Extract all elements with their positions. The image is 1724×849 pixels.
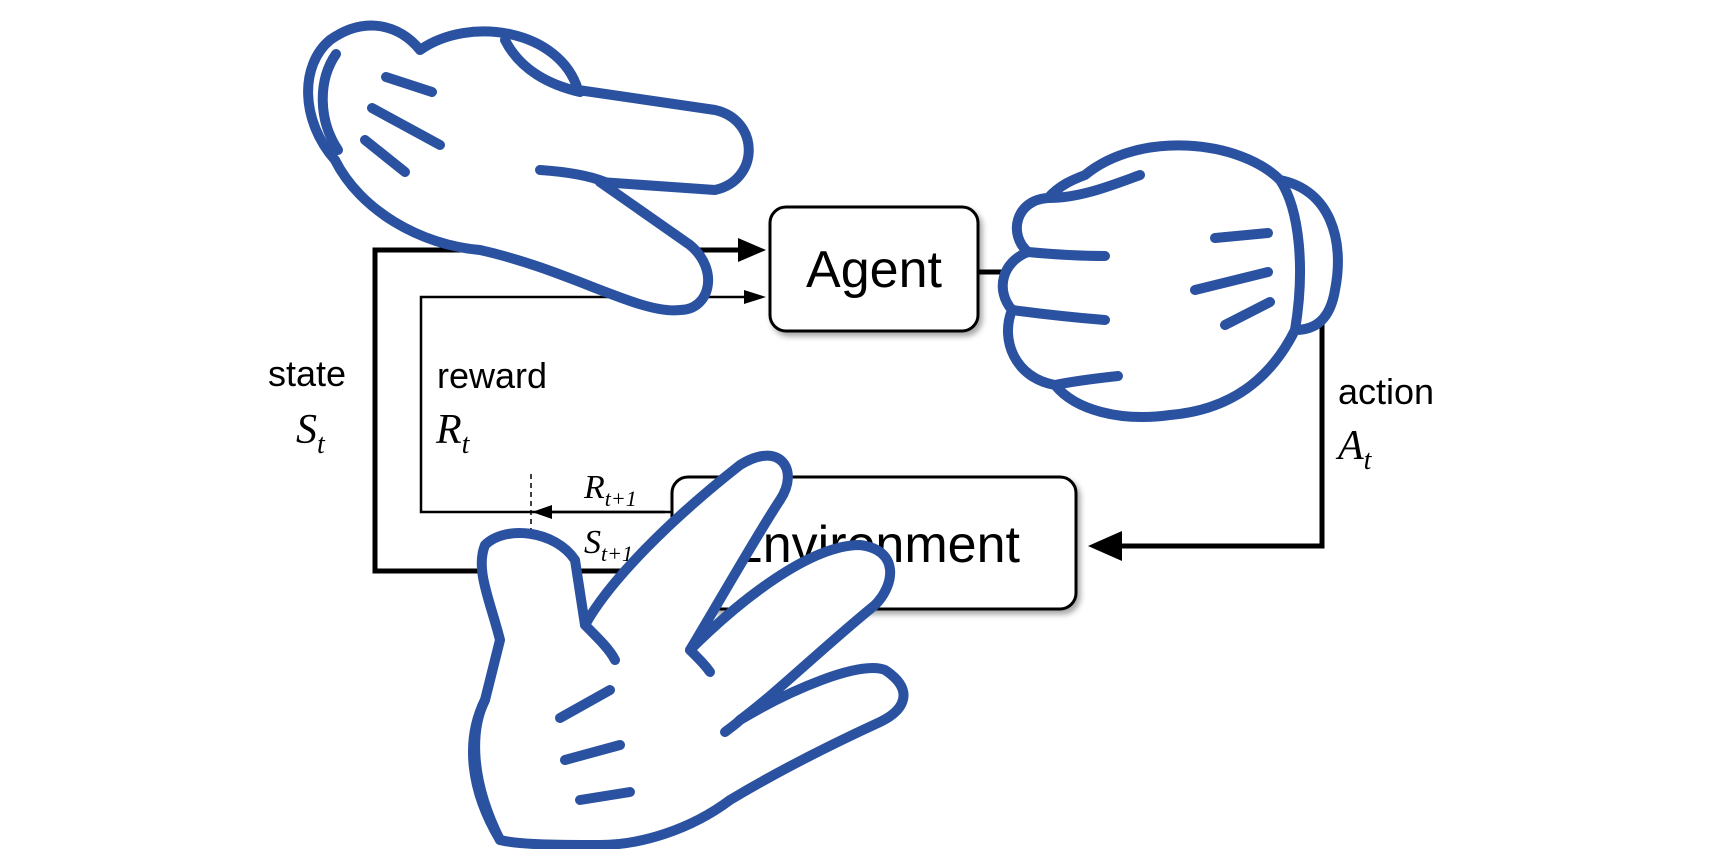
- state-symbol: St: [296, 407, 326, 460]
- agent-label: Agent: [806, 241, 942, 299]
- next-state-letter: S: [584, 524, 601, 561]
- action-symbol: At: [1335, 423, 1373, 476]
- action-symbol-sub: t: [1364, 445, 1373, 476]
- action-label: action: [1338, 371, 1434, 412]
- state-symbol-letter: S: [296, 407, 317, 453]
- reward-arrowhead: [744, 290, 766, 304]
- reward-symbol-sub: t: [462, 429, 471, 460]
- action-arrowhead: [1088, 531, 1122, 561]
- state-label: state: [268, 353, 346, 394]
- next-state-symbol: St+1: [584, 524, 633, 566]
- action-symbol-letter: A: [1335, 423, 1364, 469]
- agent-box: [768, 205, 980, 333]
- reward-label: reward: [437, 355, 547, 396]
- next-reward-arrowhead: [532, 505, 552, 519]
- rock-hand-icon: [997, 140, 1343, 422]
- state-symbol-sub: t: [317, 429, 326, 460]
- state-arrowhead: [738, 238, 766, 262]
- reward-symbol-letter: R: [435, 407, 462, 453]
- reward-symbol: Rt: [435, 407, 471, 460]
- next-reward-symbol: Rt+1: [583, 469, 637, 511]
- next-reward-sub: t+1: [605, 486, 637, 511]
- next-reward-letter: R: [583, 469, 605, 506]
- paper-hand-icon: [468, 450, 909, 849]
- scissors-hand-icon: [303, 20, 754, 316]
